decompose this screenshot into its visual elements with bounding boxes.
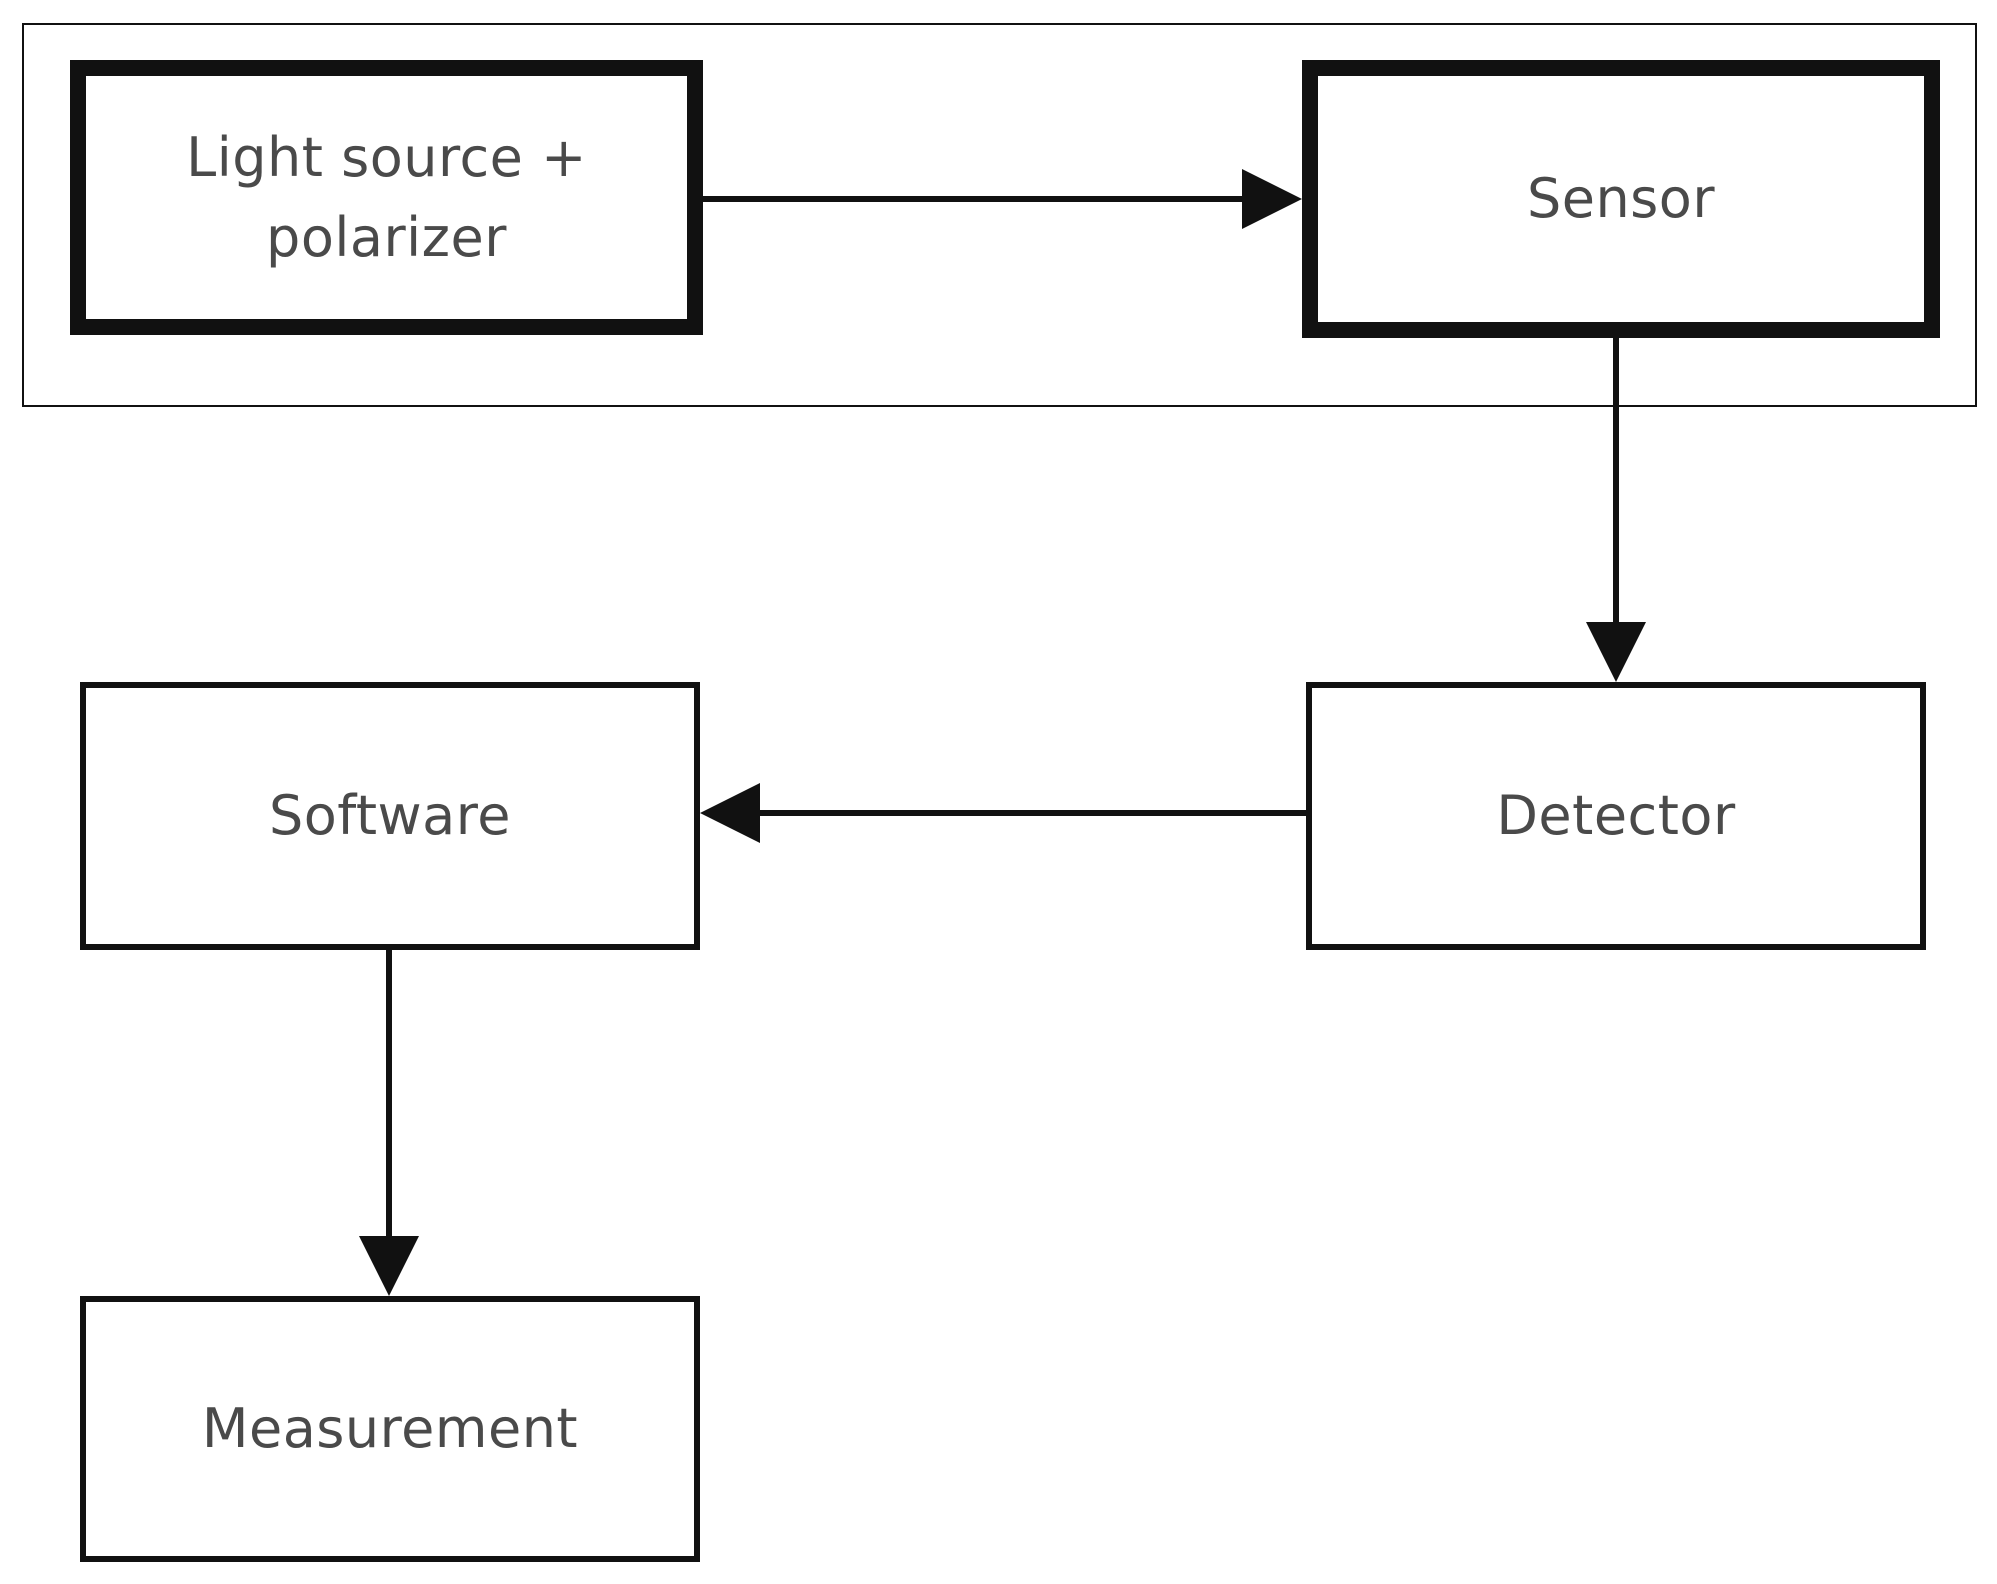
node-label-measurement: Measurement: [201, 1397, 579, 1460]
node-software: Software: [80, 682, 700, 950]
group-frame: [22, 23, 1977, 407]
node-label-detector: Detector: [1496, 784, 1736, 847]
node-label-software: Software: [268, 784, 512, 847]
node-detector: Detector: [1306, 682, 1926, 950]
node-label-sensor: Sensor: [1526, 167, 1716, 230]
node-sensor: Sensor: [1302, 60, 1940, 338]
node-light-source: Light source + polarizer: [70, 60, 703, 335]
node-measurement: Measurement: [80, 1296, 700, 1562]
node-label-light-source: Light source + polarizer: [186, 125, 587, 269]
